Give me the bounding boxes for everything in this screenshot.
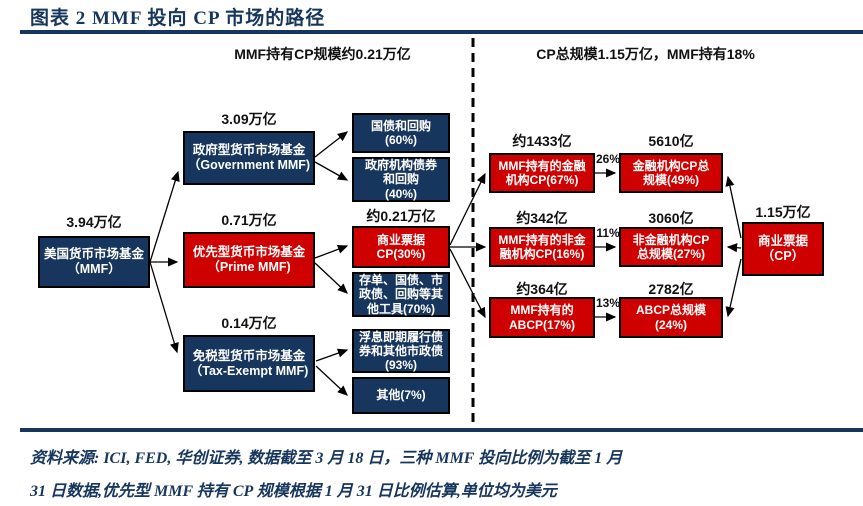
node-financial-cp-total: 金融机构CP总 规模(49%) bbox=[619, 153, 723, 193]
node-prime-mmf: 优先型货币市场基金 （Prime MMF) bbox=[183, 232, 315, 288]
source-note-line2: 31 日数据,优先型 MMF 持有 CP 规模根据 1 月 31 日比例估算,单… bbox=[30, 483, 557, 500]
source-note-line1: 资料来源: ICI, FED, 华创证券, 数据截至 3 月 18 日，三种 M… bbox=[30, 450, 623, 467]
node-agency-bond-repo: 政府机构债券 和回购 (40%) bbox=[352, 157, 450, 202]
value-mmf: 3.94万亿 bbox=[66, 214, 122, 230]
section-header-cp-total: CP总规模1.15万亿，MMF持有18% bbox=[536, 46, 755, 62]
title-underline bbox=[20, 30, 863, 34]
node-mmf-financial-cp: MMF持有的金融 机构CP(67%) bbox=[489, 153, 595, 193]
value-government-mmf: 3.09万亿 bbox=[221, 111, 277, 127]
value-cp-market: 1.15万亿 bbox=[755, 204, 811, 220]
flow-percent-abcp: 13% bbox=[595, 296, 621, 310]
value-nonfinancial-cp-total: 3060亿 bbox=[648, 210, 694, 226]
flow-percent-financial: 26% bbox=[595, 152, 621, 166]
source-divider bbox=[20, 428, 863, 432]
value-prime-mmf: 0.71万亿 bbox=[221, 212, 277, 228]
node-abcp-total: ABCP总规模 (24%) bbox=[619, 297, 723, 338]
node-treasury-repo: 国债和回购 (60%) bbox=[352, 113, 450, 153]
node-tax-exempt-mmf: 免税型货币市场基金 （Tax-Exempt MMF) bbox=[183, 335, 315, 392]
node-commercial-paper-30: 商业票据 CP(30%) bbox=[352, 226, 450, 268]
value-financial-cp-total: 5610亿 bbox=[648, 133, 694, 149]
node-nonfinancial-cp-total: 非金融机构CP 总规模(27%) bbox=[619, 227, 723, 267]
value-tax-exempt-mmf: 0.14万亿 bbox=[221, 315, 277, 331]
node-vrdn-muni-93: 浮息即期履行债 券和其他市政债 (93%) bbox=[352, 329, 450, 373]
node-mmf-abcp: MMF持有的 ABCP(17%) bbox=[489, 297, 595, 338]
value-abcp-total: 2782亿 bbox=[648, 281, 694, 297]
node-cp-market: 商业票据 （CP） bbox=[742, 222, 824, 276]
flow-percent-nonfinancial: 11% bbox=[596, 226, 620, 240]
value-mmf-abcp: 约364亿 bbox=[516, 281, 568, 297]
value-cp-held: 约0.21万亿 bbox=[366, 208, 436, 224]
node-other-7: 其他(7%) bbox=[352, 377, 450, 414]
node-other-instruments-70: 存单、国债、市 政债、回购等其 他工具(70%) bbox=[352, 272, 450, 317]
section-header-mmf-holdings: MMF持有CP规模约0.21万亿 bbox=[234, 46, 411, 62]
node-mmf: 美国货币市场基金 （MMF） bbox=[38, 236, 150, 288]
figure-title: 图表 2 MMF 投向 CP 市场的路径 bbox=[30, 8, 326, 29]
value-mmf-financial-cp: 约1433亿 bbox=[512, 133, 572, 149]
node-mmf-nonfinancial-cp: MMF持有的非金 融机构CP(16%) bbox=[489, 227, 595, 267]
value-mmf-nonfinancial-cp: 约342亿 bbox=[516, 210, 568, 226]
node-government-mmf: 政府型货币市场基金 （Government MMF) bbox=[183, 131, 315, 185]
